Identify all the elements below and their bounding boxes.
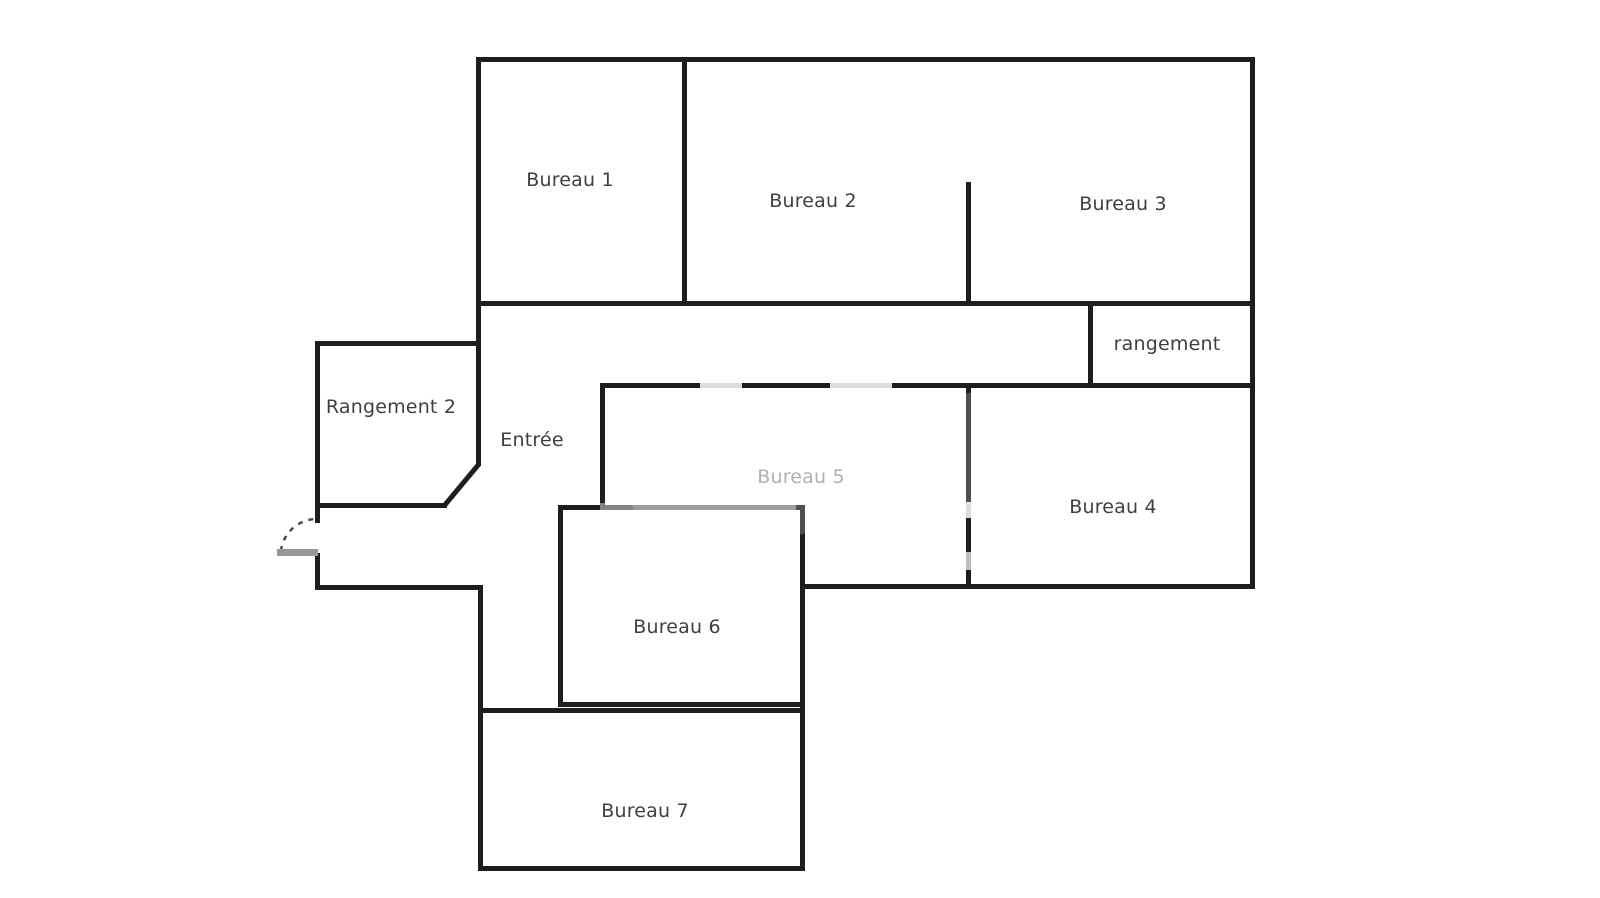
room-label-entree: Entrée xyxy=(500,429,564,451)
wall-divider-b2-b3 xyxy=(966,182,971,306)
wall-rangement-left xyxy=(1088,301,1093,388)
wall-b6-bottom xyxy=(558,702,805,707)
wall-b5-b4-bottom xyxy=(800,584,1255,589)
wall-divider-b1-b2 xyxy=(682,57,687,306)
room-label-bureau-5: Bureau 5 xyxy=(757,466,845,488)
wall-left-lower-stub xyxy=(315,553,320,590)
room-label-rangement: rangement xyxy=(1113,333,1221,355)
wall-b6-b7-right xyxy=(800,505,805,871)
watermark-fragment xyxy=(960,552,974,570)
wall-r2-left xyxy=(315,341,320,523)
room-label-bureau-4: Bureau 4 xyxy=(1069,496,1157,518)
room-label-bureau-7: Bureau 7 xyxy=(601,800,689,822)
wall-r2-top xyxy=(315,341,481,346)
wall-b7-top xyxy=(478,708,805,713)
watermark-fragment xyxy=(830,378,892,392)
room-label-bureau-1: Bureau 1 xyxy=(526,169,614,191)
wall-corridor-top xyxy=(476,301,1255,306)
wall-b5-left xyxy=(600,383,605,510)
wall-b6-left xyxy=(558,505,563,707)
wall-r2-bottom xyxy=(315,503,447,508)
room-label-bureau-2: Bureau 2 xyxy=(769,190,857,212)
watermark-fragment xyxy=(600,503,796,515)
wall-right xyxy=(1250,57,1255,589)
room-label-rangement-2: Rangement 2 xyxy=(325,396,457,418)
wall-divider-b4-b5 xyxy=(966,386,971,589)
watermark-fragment xyxy=(960,502,974,518)
wall-midband xyxy=(600,383,1255,388)
room-label-bureau-3: Bureau 3 xyxy=(1079,193,1167,215)
wall-left-upper xyxy=(476,57,481,466)
wall-top xyxy=(476,57,1255,62)
wall-entree-bottom xyxy=(315,585,483,590)
watermark-fragment xyxy=(700,378,742,392)
chamfer-wall xyxy=(442,462,481,508)
room-label-bureau-6: Bureau 6 xyxy=(633,616,721,638)
wall-b7-bottom xyxy=(478,866,805,871)
wall-b6-top xyxy=(558,505,805,510)
door-swing-arc xyxy=(279,517,317,552)
wall-b7-left xyxy=(478,585,483,871)
entry-door-leaf xyxy=(277,549,318,556)
